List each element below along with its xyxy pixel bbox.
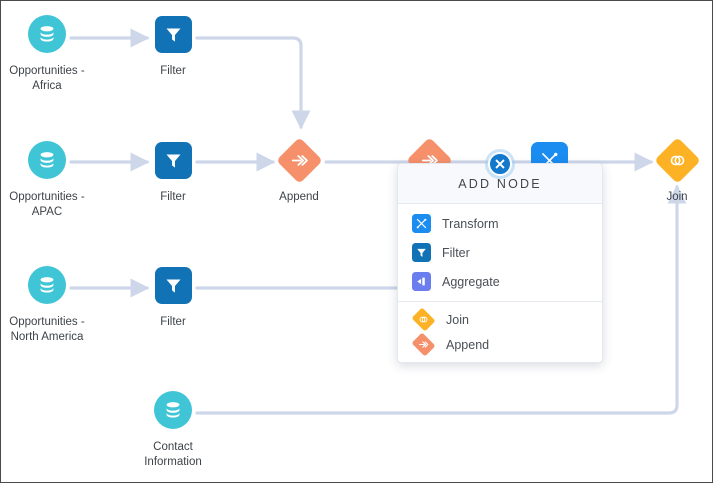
node-join[interactable]: Join (617, 136, 712, 205)
add-node-menu-group-1: Join Append (398, 301, 602, 362)
node-glyph-wrap (113, 10, 233, 58)
node-label: Contact Information (144, 441, 202, 468)
node-glyph-wrap (113, 261, 233, 309)
node-glyph-wrap (1, 261, 107, 309)
node-glyph-wrap (239, 136, 359, 184)
database-icon[interactable] (28, 266, 66, 304)
node-glyph-wrap (1, 136, 107, 184)
menu-item-aggregate[interactable]: Aggregate (398, 267, 602, 296)
funnel-icon (412, 243, 431, 262)
menu-item-transform[interactable]: Transform (398, 209, 602, 238)
menu-item-label: Filter (442, 245, 470, 260)
add-node-menu: Transform Filter Aggregate Join Append (398, 204, 602, 362)
node-label: Join (666, 191, 688, 203)
menu-item-append[interactable]: Append (398, 332, 602, 357)
menu-item-filter[interactable]: Filter (398, 238, 602, 267)
add-node-menu-group-0: Transform Filter Aggregate (398, 204, 602, 301)
funnel-icon[interactable] (154, 15, 192, 53)
aggregate-icon (412, 272, 431, 291)
node-source-contact-information[interactable]: Contact Information (113, 386, 233, 470)
node-label: Filter (160, 316, 186, 328)
node-source-opportunities-africa[interactable]: Opportunities - Africa (1, 10, 107, 94)
node-source-opportunities-apac[interactable]: Opportunities - APAC (1, 136, 107, 220)
node-glyph-wrap (617, 136, 712, 184)
double-arrow-icon[interactable] (275, 136, 323, 184)
node-label: Filter (160, 65, 186, 77)
node-glyph-wrap (113, 386, 233, 434)
node-glyph-wrap (369, 136, 489, 184)
double-arrow-icon[interactable] (405, 136, 453, 184)
funnel-icon[interactable] (154, 266, 192, 304)
database-icon[interactable] (28, 15, 66, 53)
node-filter-north-america[interactable]: Filter (113, 261, 233, 330)
node-label: Opportunities - APAC (9, 191, 85, 218)
node-glyph-wrap (1, 10, 107, 58)
node-append-hidden[interactable] (369, 136, 489, 184)
funnel-icon[interactable] (154, 141, 192, 179)
menu-item-label: Append (446, 337, 490, 352)
join-circles-icon[interactable] (653, 136, 701, 184)
add-node-popup[interactable]: ADD NODE Transform Filter Aggregate Join… (397, 152, 603, 363)
join-circles-icon (411, 307, 436, 332)
close-icon[interactable] (488, 152, 512, 176)
menu-item-label: Aggregate (442, 274, 500, 289)
menu-item-label: Transform (442, 216, 499, 231)
node-filter-apac[interactable]: Filter (113, 136, 233, 205)
menu-item-join[interactable]: Join (398, 307, 602, 332)
double-arrow-icon (411, 332, 436, 357)
node-label: Opportunities - Africa (9, 65, 85, 92)
transform-icon (412, 214, 431, 233)
node-glyph-wrap (113, 136, 233, 184)
menu-item-label: Join (446, 312, 469, 327)
node-label: Opportunities - North America (9, 316, 85, 343)
add-node-popup-title: ADD NODE (458, 177, 542, 191)
node-filter-africa[interactable]: Filter (113, 10, 233, 79)
database-icon[interactable] (154, 391, 192, 429)
node-label: Append (279, 191, 319, 203)
node-source-opportunities-north-america[interactable]: Opportunities - North America (1, 261, 107, 345)
database-icon[interactable] (28, 141, 66, 179)
node-label: Filter (160, 191, 186, 203)
node-append[interactable]: Append (239, 136, 359, 205)
